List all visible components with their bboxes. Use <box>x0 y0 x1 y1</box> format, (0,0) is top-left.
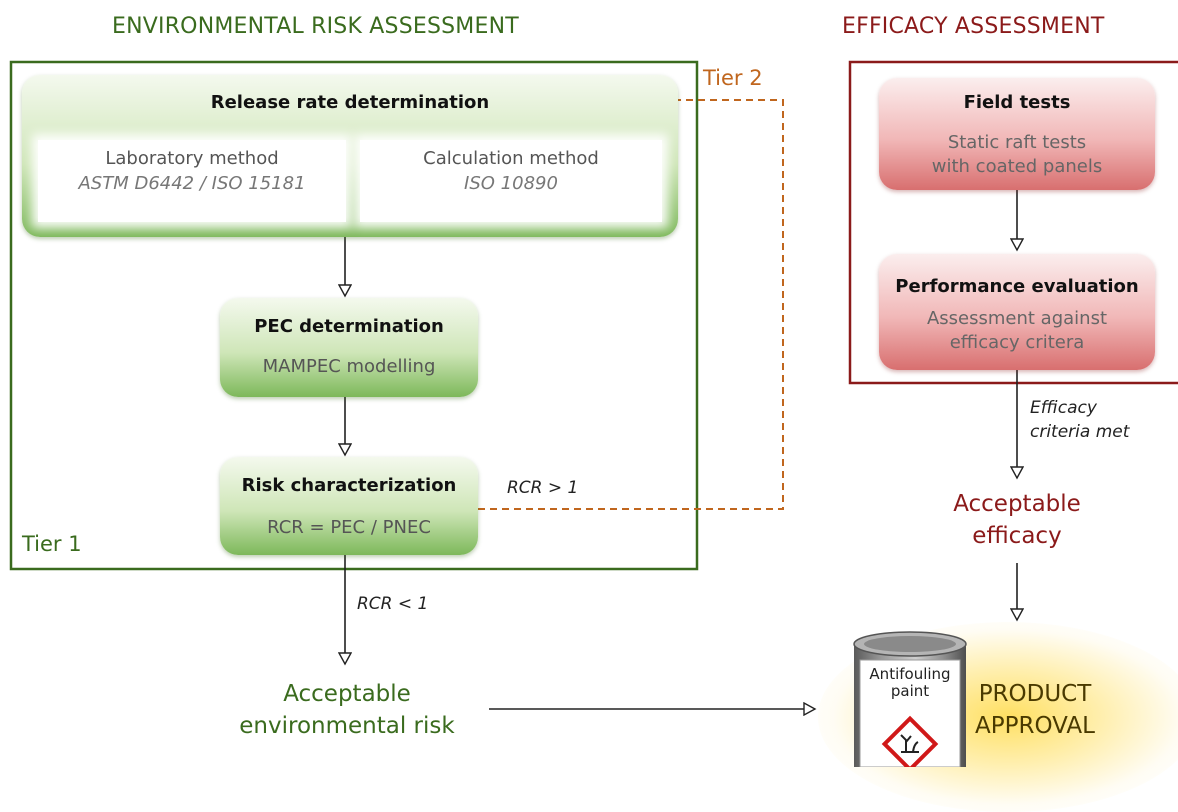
pec-sub: MAMPEC modelling <box>262 356 436 377</box>
risk-sub: RCR = PEC / PNEC <box>267 517 431 538</box>
tier1-frame <box>9 60 699 571</box>
acceptable-environmental-risk: Acceptable environmental risk <box>197 678 497 742</box>
efficacy-met-line2: criteria met <box>1030 422 1130 442</box>
release-rate-box: Release rate determination Laboratory me… <box>22 75 678 237</box>
laboratory-method-label: Laboratory method <box>105 148 279 169</box>
risk-characterization-box: Risk characterization RCR = PEC / PNEC <box>220 457 478 555</box>
can-label: Antifouling paint <box>860 666 960 700</box>
field-tests-title: Field tests <box>963 92 1071 113</box>
performance-sub2: efficacy critera <box>949 332 1085 353</box>
laboratory-method-panel: Laboratory method ASTM D6442 / ISO 15181 <box>38 140 346 222</box>
laboratory-standard: ASTM D6442 / ISO 15181 <box>78 173 306 194</box>
performance-title: Performance evaluation <box>895 276 1139 297</box>
performance-sub1: Assessment against <box>926 308 1108 329</box>
calculation-method-panel: Calculation method ISO 10890 <box>360 140 662 222</box>
efficacy-assessment-heading: EFFICACY ASSESSMENT <box>842 14 1105 39</box>
can-label-line1: Antifouling <box>869 665 951 683</box>
rcr-less-label: RCR < 1 <box>357 594 429 614</box>
efficacy-frame <box>848 60 1178 385</box>
field-tests-sub1: Static raft tests <box>947 132 1087 153</box>
eff-outcome-line1: Acceptable <box>953 491 1081 517</box>
pec-determination-box: PEC determination MAMPEC modelling <box>220 298 478 397</box>
paint-can-graphic <box>853 631 967 773</box>
env-outcome-line2: environmental risk <box>239 713 455 739</box>
product-approval: PRODUCT APPROVAL <box>975 678 1095 742</box>
can-label-line2: paint <box>890 682 930 700</box>
calculation-method-label: Calculation method <box>423 148 599 169</box>
approval-line1: PRODUCT <box>978 681 1092 707</box>
pec-title: PEC determination <box>254 316 444 337</box>
approval-line2: APPROVAL <box>975 713 1095 739</box>
release-rate-title: Release rate determination <box>210 92 490 113</box>
eff-outcome-line2: efficacy <box>972 523 1062 549</box>
efficacy-met-line1: Efficacy <box>1030 398 1097 418</box>
calculation-standard: ISO 10890 <box>464 173 558 194</box>
acceptable-efficacy: Acceptable efficacy <box>937 488 1097 552</box>
performance-evaluation-box: Performance evaluation Assessment agains… <box>879 254 1155 370</box>
efficacy-criteria-met-label: Efficacy criteria met <box>1030 396 1129 444</box>
env-outcome-line1: Acceptable <box>283 681 411 707</box>
risk-title: Risk characterization <box>241 475 457 496</box>
rcr-greater-label: RCR > 1 <box>507 478 579 498</box>
field-tests-sub2: with coated panels <box>931 156 1103 177</box>
tier2-label: Tier 2 <box>703 66 763 90</box>
field-tests-box: Field tests Static raft tests with coate… <box>879 78 1155 190</box>
paint-can-icon: Antifouling paint <box>848 628 972 773</box>
tier1-label: Tier 1 <box>22 532 82 556</box>
env-assessment-heading: ENVIRONMENTAL RISK ASSESSMENT <box>112 14 519 39</box>
